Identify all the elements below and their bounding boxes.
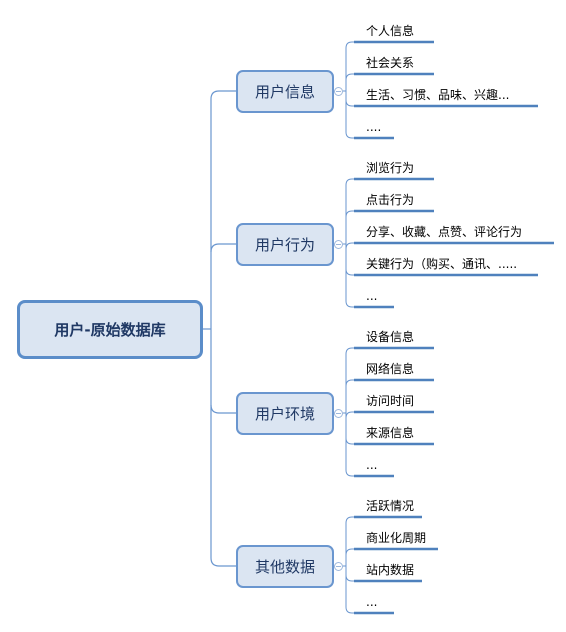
leaf-connector — [345, 210, 354, 218]
collapse-icon[interactable] — [334, 562, 343, 571]
leaf-item[interactable]: 生活、习惯、品味、兴趣... — [366, 88, 510, 102]
branch-node-user-info[interactable]: 用户信息 — [236, 70, 334, 113]
leaf-connector — [345, 99, 354, 107]
leaf-item[interactable]: 设备信息 — [366, 330, 415, 344]
leaf-item[interactable]: 关键行为（购买、通讯、..... — [366, 257, 518, 271]
leaf-connector — [345, 379, 354, 387]
leaf-item[interactable]: 浏览行为 — [366, 161, 415, 175]
collapse-icon[interactable] — [334, 87, 343, 96]
collapse-icon[interactable] — [334, 409, 343, 418]
leaf-connector — [345, 73, 354, 81]
leaf-connector — [345, 347, 354, 355]
leaf-item[interactable]: 商业化周期 — [366, 531, 427, 545]
branch-node-user-environment[interactable]: 用户环境 — [236, 392, 334, 435]
leaf-item[interactable]: 活跃情况 — [366, 499, 415, 513]
leaf-item[interactable]: ... — [366, 289, 378, 303]
leaf-connector — [345, 516, 354, 524]
leaf-connector — [345, 469, 354, 477]
leaf-item[interactable]: 站内数据 — [366, 563, 415, 577]
leaf-item[interactable]: 来源信息 — [366, 426, 415, 440]
leaf-item[interactable]: ... — [366, 458, 378, 472]
leaf-connector — [345, 411, 354, 419]
branch-node-other-data[interactable]: 其他数据 — [236, 545, 334, 588]
leaf-item[interactable]: 分享、收藏、点赞、评论行为 — [366, 225, 523, 239]
leaf-item[interactable]: 网络信息 — [366, 362, 415, 376]
leaf-connector — [345, 437, 354, 445]
leaf-item[interactable]: .... — [366, 120, 382, 134]
leaf-item[interactable]: 社会关系 — [366, 56, 415, 70]
leaf-connector — [345, 548, 354, 556]
collapse-icon[interactable] — [334, 240, 343, 249]
leaf-connector — [345, 178, 354, 186]
branch-connector — [210, 243, 236, 253]
leaf-connector — [345, 268, 354, 276]
branch-node-user-behavior[interactable]: 用户行为 — [236, 223, 334, 266]
root-node[interactable]: 用户-原始数据库 — [17, 300, 203, 359]
leaf-connector — [345, 300, 354, 308]
leaf-item[interactable]: 访问时间 — [366, 394, 415, 408]
leaf-connector — [345, 41, 354, 49]
leaf-connector — [345, 574, 354, 582]
leaf-item[interactable]: ... — [366, 595, 378, 609]
branch-connector — [210, 90, 236, 100]
branch-connector — [210, 557, 236, 567]
leaf-item[interactable]: 点击行为 — [366, 193, 415, 207]
leaf-connector — [345, 606, 354, 614]
leaf-connector — [345, 242, 354, 250]
leaf-connector — [345, 131, 354, 139]
branch-connector — [210, 404, 236, 414]
leaf-item[interactable]: 个人信息 — [366, 24, 415, 38]
